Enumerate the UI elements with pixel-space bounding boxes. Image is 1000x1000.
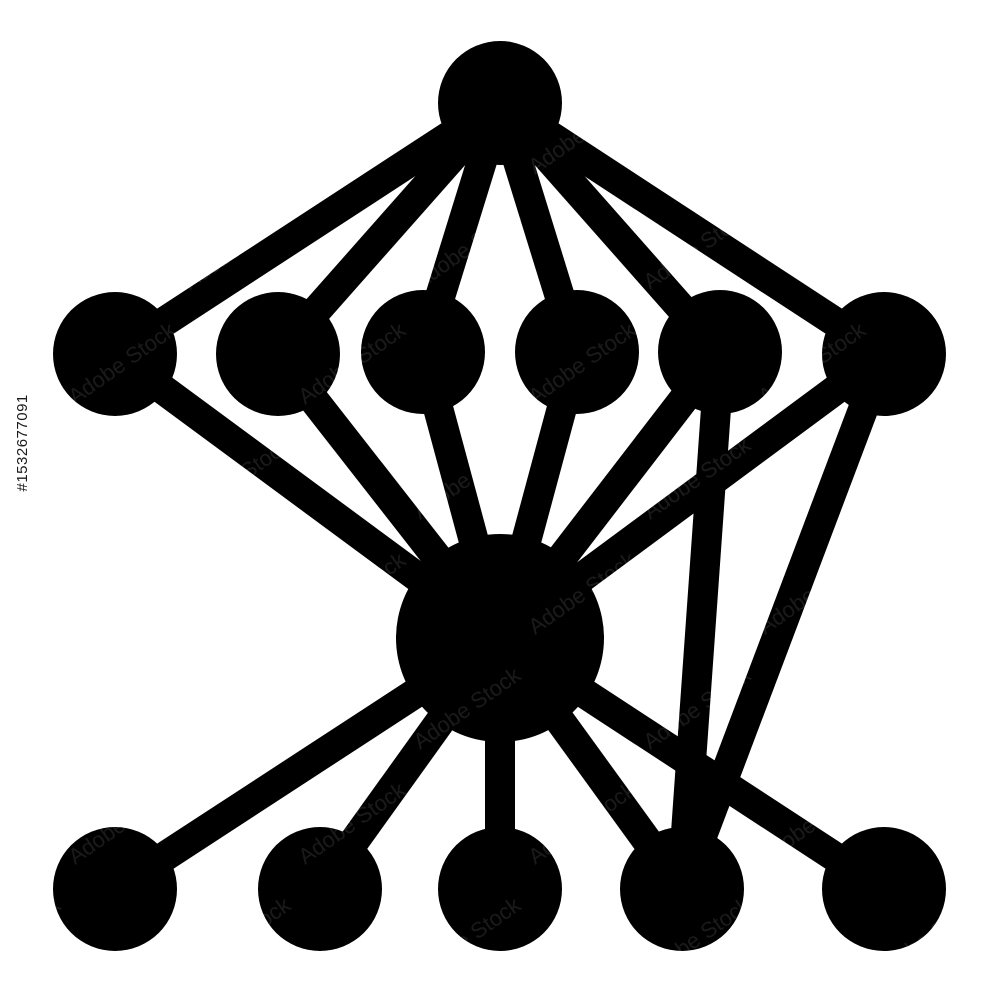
- edge-m6-b4: [667, 348, 899, 895]
- middle-node-6: [822, 292, 946, 416]
- middle-node-3: [361, 290, 485, 414]
- top-node: [438, 41, 562, 165]
- edge-top-m1: [106, 90, 509, 367]
- middle-node-4: [515, 290, 639, 414]
- bottom-node-4: [620, 827, 744, 951]
- stock-id-label: #1532677091: [14, 394, 31, 492]
- bottom-node-2: [258, 827, 382, 951]
- network-nodes: [53, 41, 946, 951]
- bottom-node-1: [53, 827, 177, 951]
- bottom-node-5: [822, 827, 946, 951]
- bottom-node-3: [438, 827, 562, 951]
- hub-node: [396, 534, 604, 742]
- edge-top-m6: [491, 90, 893, 367]
- middle-node-5: [658, 290, 782, 414]
- middle-node-1: [53, 292, 177, 416]
- network-edges: [106, 90, 899, 902]
- edge-m5-b4: [667, 350, 735, 891]
- middle-node-2: [216, 292, 340, 416]
